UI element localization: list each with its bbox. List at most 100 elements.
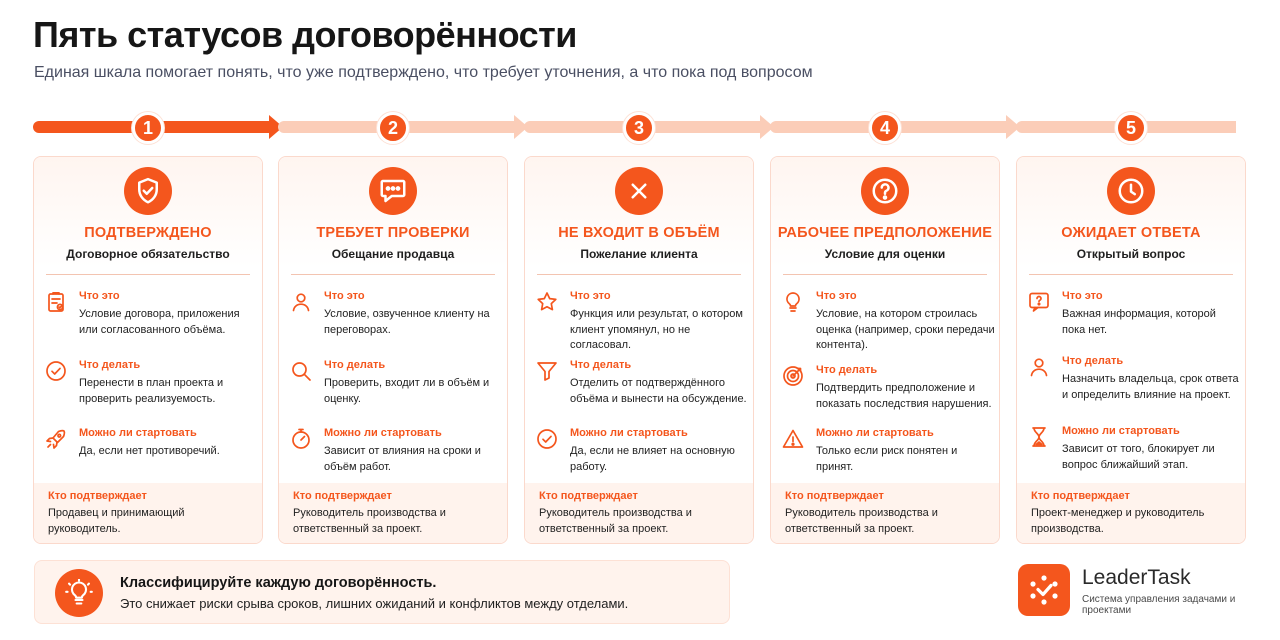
section-heading: Что делать <box>79 359 141 371</box>
hourglass-icon <box>1027 425 1053 451</box>
card-type: Обещание продавца <box>331 247 455 261</box>
card-status: ПОДТВЕРЖДЕНО <box>84 225 212 241</box>
section-text: Назначить владельца, срок ответа и опред… <box>1062 373 1239 401</box>
tip-heading: Классифицируйте каждую договорённость. <box>120 575 437 591</box>
section-heading: Что это <box>324 290 365 302</box>
step-arrowhead-3 <box>760 115 774 139</box>
card-status: НЕ ВХОДИТ В ОБЪЁМ <box>558 225 720 241</box>
clipboard-icon <box>44 290 70 316</box>
confirmer-text: Руководитель производства и ответственны… <box>785 507 938 535</box>
step-number: 1 <box>132 112 164 144</box>
step-number: 4 <box>869 112 901 144</box>
check-circle-icon <box>44 359 70 385</box>
user-icon <box>289 290 315 316</box>
rocket-icon <box>44 427 70 453</box>
brand-tagline: Система управления задачами и проектами <box>1082 594 1236 616</box>
section-heading: Можно ли стартовать <box>570 427 688 439</box>
timer-icon <box>289 427 315 453</box>
section-text: Подтвердить предположение и показать пос… <box>816 382 992 410</box>
confirmer-text: Проект-менеджер и руководитель производс… <box>1031 507 1205 535</box>
target-icon <box>781 364 807 390</box>
confirmer-text: Руководитель производства и ответственны… <box>539 507 692 535</box>
step-arrowhead-4 <box>1006 115 1020 139</box>
section-heading: Что это <box>79 290 120 302</box>
section-heading: Кто подтверждает <box>539 490 638 502</box>
section-text: Условие договора, приложения или согласо… <box>79 308 240 336</box>
status-scale: 1 2 3 4 5 <box>0 108 1280 148</box>
clock-icon <box>1107 167 1155 215</box>
section-text: Проверить, входит ли в объём и оценку. <box>324 377 490 405</box>
section-heading: Можно ли стартовать <box>1062 425 1180 437</box>
section-text: Отделить от подтверждённого объёма и вын… <box>570 377 747 405</box>
section-heading: Кто подтверждает <box>785 490 884 502</box>
step-number: 3 <box>623 112 655 144</box>
section-heading: Что делать <box>324 359 386 371</box>
user-icon <box>1027 355 1053 381</box>
tip-box: Классифицируйте каждую договорённость. Э… <box>34 560 730 624</box>
section-text: Функция или результат, о котором клиент … <box>570 308 743 351</box>
card-status: ОЖИДАЕТ ОТВЕТА <box>1061 225 1201 241</box>
section-heading: Что это <box>816 290 857 302</box>
section-heading: Что это <box>1062 290 1103 302</box>
section-heading: Кто подтверждает <box>1031 490 1130 502</box>
x-circle-icon <box>615 167 663 215</box>
section-heading: Можно ли стартовать <box>324 427 442 439</box>
section-text: Важная информация, которой пока нет. <box>1062 308 1216 336</box>
question-bubble-icon <box>1027 290 1053 316</box>
section-heading: Кто подтверждает <box>48 490 147 502</box>
brand: LeaderTask Система управления задачами и… <box>1018 564 1258 620</box>
section-heading: Можно ли стартовать <box>816 427 934 439</box>
section-text: Условие, на котором строилась оценка (на… <box>816 308 995 351</box>
search-icon <box>289 359 315 385</box>
section-text: Перенести в план проекта и проверить реа… <box>79 377 224 405</box>
card-status: РАБОЧЕЕ ПРЕДПОЛОЖЕНИЕ <box>777 225 993 241</box>
divider <box>783 274 987 275</box>
section-heading: Можно ли стартовать <box>79 427 197 439</box>
section-text: Условие, озвученное клиенту на переговор… <box>324 308 490 336</box>
divider <box>537 274 741 275</box>
check-circle-icon <box>535 427 561 453</box>
section-heading: Что это <box>570 290 611 302</box>
step-number: 2 <box>377 112 409 144</box>
divider <box>46 274 250 275</box>
section-text: Да, если не влияет на основную работу. <box>570 445 735 473</box>
card-type: Открытый вопрос <box>1076 247 1186 261</box>
lightbulb-icon <box>55 569 103 617</box>
section-text: Зависит от того, блокирует ли вопрос бли… <box>1062 443 1215 471</box>
card-type: Пожелание клиента <box>580 247 698 261</box>
page-subtitle: Единая шкала помогает понять, что уже по… <box>34 64 813 81</box>
section-heading: Что делать <box>816 364 878 376</box>
confirmer-text: Продавец и принимающий руководитель. <box>48 507 185 535</box>
tip-text: Это снижает риски срыва сроков, лишних о… <box>120 596 629 611</box>
card-type: Условие для оценки <box>824 247 946 261</box>
star-icon <box>535 290 561 316</box>
section-heading: Что делать <box>570 359 632 371</box>
step-arrowhead-2 <box>514 115 528 139</box>
step-number: 5 <box>1115 112 1147 144</box>
divider <box>1029 274 1233 275</box>
warning-icon <box>781 427 807 453</box>
filter-icon <box>535 359 561 385</box>
card-status: ТРЕБУЕТ ПРОВЕРКИ <box>316 225 470 241</box>
section-text: Зависит от влияния на сроки и объём рабо… <box>324 445 481 473</box>
confirmer-text: Руководитель производства и ответственны… <box>293 507 446 535</box>
section-heading: Что делать <box>1062 355 1124 367</box>
card-type: Договорное обязательство <box>66 247 230 261</box>
section-heading: Кто подтверждает <box>293 490 392 502</box>
page-title: Пять статусов договорённости <box>33 14 577 55</box>
chat-bubble-icon <box>369 167 417 215</box>
divider <box>291 274 495 275</box>
question-circle-icon <box>861 167 909 215</box>
section-text: Да, если нет противоречий. <box>79 445 220 457</box>
shield-check-icon <box>124 167 172 215</box>
step-arrowhead-1 <box>269 115 283 139</box>
brand-name: LeaderTask <box>1082 566 1191 589</box>
